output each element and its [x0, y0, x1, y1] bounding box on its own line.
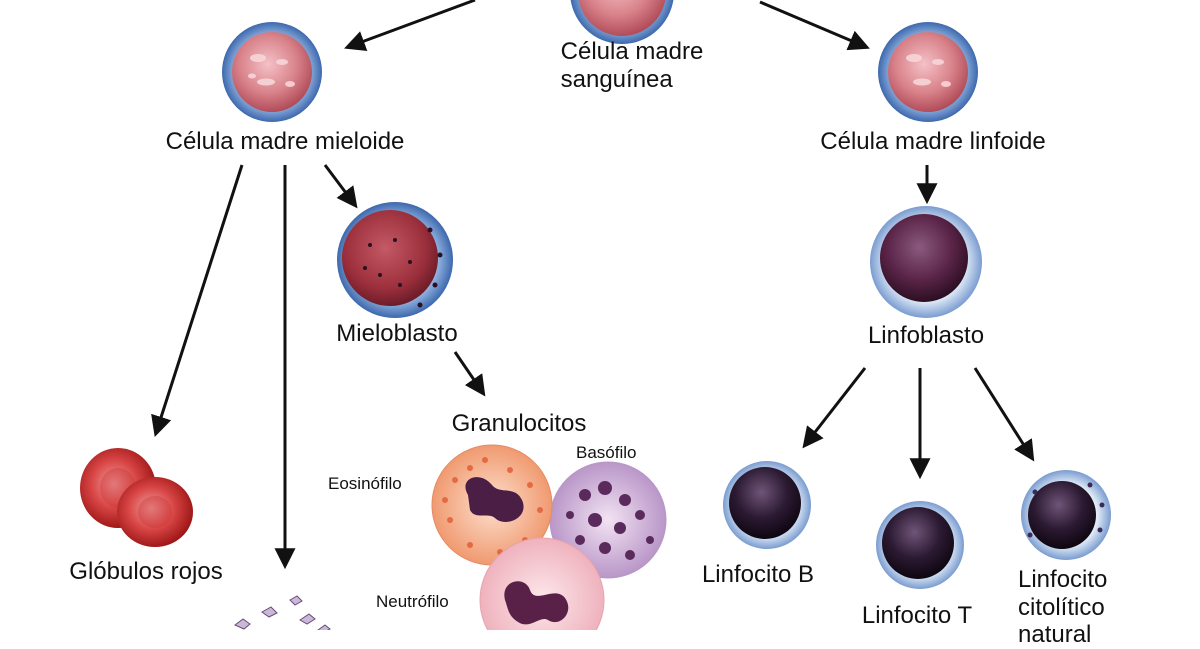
label-granulocytes: Granulocitos [451, 410, 587, 437]
label-lymphoid-stem-cell: Célula madre linfoide [820, 128, 1046, 155]
nk-cell [1021, 470, 1111, 560]
label-neutrophil: Neutrófilo [376, 592, 449, 611]
label-t-lymphocyte: Linfocito T [861, 602, 973, 629]
arrow-stem-to-myeloid [344, 0, 476, 52]
basophil-cell [549, 461, 667, 579]
lymphoblast-cell [870, 206, 982, 318]
arrow-myeloid-to-myeloblast [323, 164, 358, 209]
myeloblast-cell [337, 202, 453, 318]
label-red-blood-cells: Glóbulos rojos [69, 558, 223, 585]
hematopoiesis-diagram: Célula madre sanguínea Célula madre miel… [69, 0, 1111, 648]
blood-stem-cell [570, 0, 674, 44]
platelets [234, 595, 331, 630]
arrow-stem-to-lymphoid [759, 0, 870, 51]
eosinophil-cell [431, 444, 553, 566]
label-myeloid-stem-cell: Célula madre mieloide [165, 128, 405, 155]
myeloid-stem-cell [222, 22, 322, 122]
lymphoid-stem-cell [878, 22, 978, 122]
label-basophil: Basófilo [576, 443, 637, 462]
arrow-myeloblast-to-granulocytes [453, 351, 486, 397]
label-myeloblast: Mieloblasto [336, 320, 458, 347]
t-lymphocyte-cell [876, 501, 964, 589]
label-nk-cell: Linfocito citolítico natural [1018, 566, 1108, 649]
arrow-lymphoblast-to-b [802, 367, 867, 449]
label-b-lymphocyte: Linfocito B [701, 561, 815, 588]
arrow-lymphoblast-to-nk [973, 367, 1035, 462]
label-eosinophil: Eosinófilo [328, 474, 402, 493]
neutrophil-cell [479, 537, 605, 630]
label-lymphoblast: Linfoblasto [867, 322, 985, 349]
b-lymphocyte-cell [723, 461, 811, 549]
red-blood-cells [80, 448, 193, 547]
label-blood-stem-cell: Célula madre sanguínea [560, 38, 704, 93]
arrow-myeloid-to-red [151, 164, 244, 437]
